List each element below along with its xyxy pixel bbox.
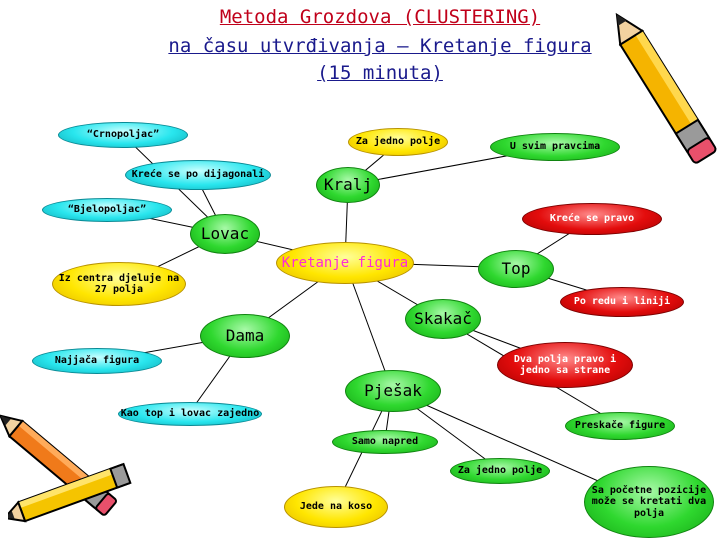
node-u-svim-pravcima: U svim pravcima: [490, 133, 620, 161]
node-po-redu-i-liniji: Po redu i liniji: [560, 287, 684, 317]
node-jede-na-koso: Jede na koso: [284, 486, 388, 528]
node-preskace-figure: Preskače figure: [565, 412, 675, 440]
node-lovac: Lovac: [190, 214, 260, 254]
node-za-jedno-polje-kralj: Za jedno polje: [348, 128, 448, 156]
node-za-jedno-polje-pjesak: Za jedno polje: [450, 458, 550, 484]
node-samo-napred: Samo napred: [332, 430, 438, 454]
title-line-2: na času utvrđivanja – Kretanje figura: [168, 35, 592, 57]
center-node-kretanje-figura: Kretanje figura: [276, 242, 414, 284]
node-pjesak: Pješak: [345, 370, 441, 412]
title-line-3: (15 minuta): [317, 62, 443, 84]
title-line-1: Metoda Grozdova (CLUSTERING): [219, 6, 541, 28]
node-najjaca-figura: Najjača figura: [32, 348, 162, 374]
node-dama: Dama: [200, 314, 290, 358]
node-skakac: Skakač: [405, 299, 481, 339]
node-kralj: Kralj: [316, 167, 380, 203]
node-krece-se-pravo: Kreće se pravo: [522, 203, 662, 235]
node-iz-centra-djeluje: Iz centra djeluje na 27 polja: [52, 262, 186, 306]
node-crnopoljac: “Crnopoljac”: [58, 122, 188, 148]
node-sa-pocetne-pozicije: Sa početne pozicije može se kretati dva …: [584, 466, 714, 538]
node-krece-se-po-dijagonali: Kreće se po dijagonali: [125, 160, 271, 190]
pencil-icon: [615, 12, 717, 164]
node-dva-polja-pravo: Dva polja pravo i jedno sa strane: [497, 342, 633, 388]
node-kao-top-i-lovac: Kao top i lovac zajedno: [118, 402, 262, 426]
pencil-icon: [8, 462, 132, 523]
node-bjelopoljac: “Bjelopoljac”: [42, 198, 172, 222]
node-top: Top: [478, 250, 554, 288]
